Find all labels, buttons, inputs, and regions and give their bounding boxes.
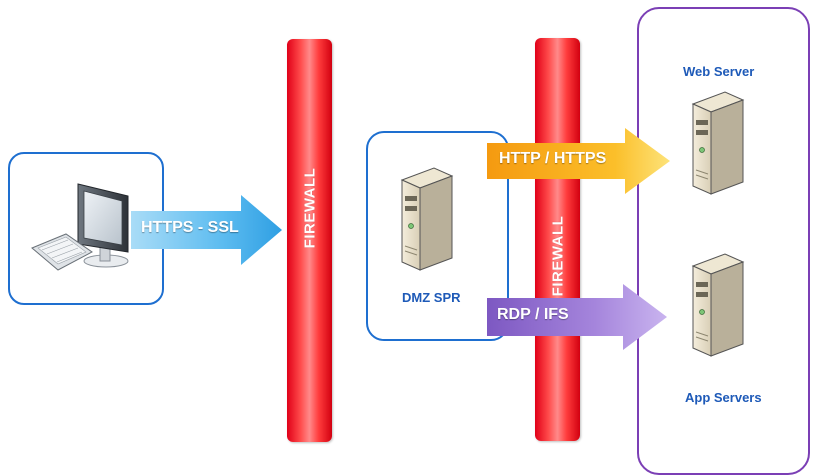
web-server-icon [687,90,749,196]
rdp-ifs-arrow: RDP / IFS [487,284,667,350]
http-https-arrow: HTTP / HTTPS [487,128,670,194]
firewall-inner: FIREWALL [535,38,580,441]
https-ssl-arrow: HTTPS - SSL [131,195,282,265]
web-server-caption: Web Server [683,64,755,79]
firewall-outer-label: FIREWALL [301,167,318,249]
app-servers-caption: App Servers [685,390,762,405]
http-https-label: HTTP / HTTPS [499,150,607,167]
https-ssl-label: HTTPS - SSL [141,219,239,236]
desktop-computer-icon [30,182,140,282]
internal-network-box [637,7,810,475]
dmz-caption: DMZ SPR [402,290,461,305]
app-server-icon [687,252,749,358]
rdp-ifs-label: RDP / IFS [497,306,569,323]
dmz-server-icon [396,166,456,272]
firewall-outer: FIREWALL [287,39,332,442]
